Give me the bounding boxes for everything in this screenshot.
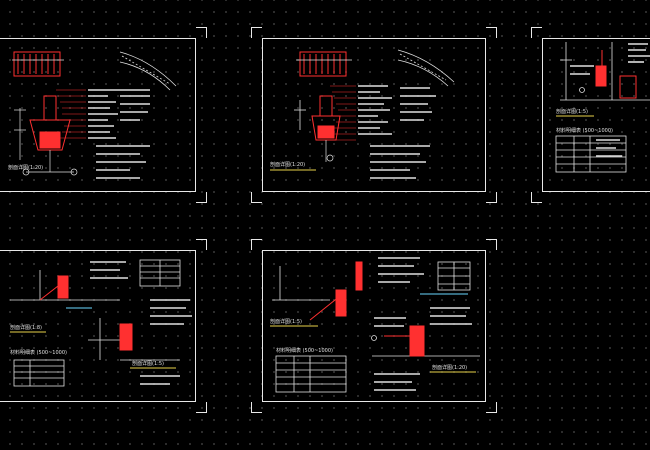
- sheet4-table-title: 材料明细表 (500~1000): [10, 350, 67, 356]
- column-section: [29, 95, 71, 151]
- railing-elevation: [13, 51, 61, 77]
- drawing-sheet[interactable]: [531, 27, 650, 203]
- sheet5-detail-label: 剖面详图(1:5): [270, 319, 302, 325]
- sheet2-detail-label: 剖面详图(1:20): [270, 162, 306, 168]
- sheet3-detail-label: 剖面详图(1:5): [556, 109, 588, 115]
- drawing-sheet[interactable]: [0, 27, 207, 203]
- drawing-sheet[interactable]: [0, 239, 207, 413]
- sheet5-table-title: 材料明细表 (500~1000): [276, 348, 333, 354]
- sheet5-detail-label-b: 剖面详图(1:20): [432, 365, 468, 371]
- sheet4-detail-label: 剖面详图(1:8): [10, 325, 42, 331]
- drawing-sheet[interactable]: [251, 27, 497, 203]
- sheet1-detail-label: 剖面详图(1:20): [8, 165, 44, 171]
- sheet4-detail-label-b: 剖面详图(1:5): [132, 361, 164, 367]
- sheet3-table-title: 材料明细表 (500~1000): [556, 128, 613, 134]
- drawing-sheet[interactable]: [251, 239, 497, 413]
